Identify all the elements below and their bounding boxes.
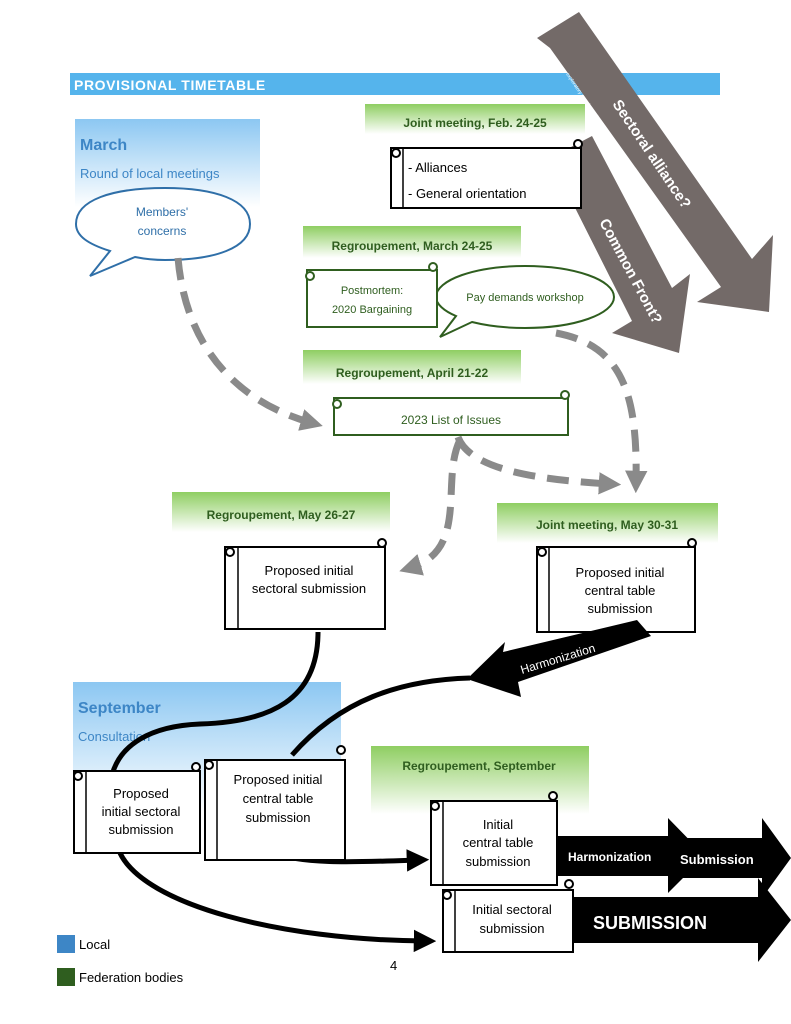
legend-label-local: Local (79, 936, 111, 952)
header-regroup-sept: Regroupement, September (402, 759, 556, 773)
header-regroup-may-bg (172, 492, 390, 532)
line-sectoral-may-to-sept (109, 631, 321, 776)
march-sub: Round of local meetings (80, 166, 220, 181)
scroll-proposed-central-sept: Proposed initial central table submissio… (204, 745, 346, 861)
header-regroup-march-bg (303, 226, 521, 258)
scroll-proposed-sectoral-sept: Proposed initial sectoral submission (73, 762, 201, 854)
scroll-postmortem: Postmortem: 2020 Bargaining (305, 262, 438, 328)
dashed-arrow-issues-to-regroup-may (399, 438, 464, 576)
submission-big-label: SUBMISSION (593, 913, 707, 933)
issues-label: 2023 List of Issues (401, 413, 501, 427)
proposed-central-may-line3: submission (587, 601, 652, 616)
members-concerns-line2: concerns (138, 224, 187, 238)
harmonization-arrow-right (555, 818, 705, 893)
scroll-alliances: - Alliances - General orientation (390, 139, 583, 209)
line-central-sept-to-harmonization (290, 675, 471, 757)
pay-demands-label: Pay demands workshop (466, 292, 583, 304)
legend-swatch-local (57, 935, 75, 953)
header-regroup-april: Regroupement, April 21-22 (336, 366, 489, 380)
scroll-initial-sectoral: Initial sectoral submission (442, 879, 574, 953)
members-concerns-line1: Members' (136, 205, 188, 219)
legend-label-federation: Federation bodies (79, 969, 184, 985)
march-heading: March (80, 137, 127, 154)
proposed-central-sept-line1: Proposed initial (234, 772, 323, 787)
proposed-central-may-line2: central table (585, 583, 656, 598)
proposed-sectoral-sept-line1: Proposed (113, 786, 169, 801)
submission-arrow-right (676, 818, 791, 898)
legend-item-federation: Federation bodies (57, 968, 183, 986)
proposed-sectoral-may-line2: sectoral submission (252, 581, 366, 596)
arrow-sectoral-sept-to-initial-sectoral (117, 851, 437, 953)
september-sub: Consultation (78, 729, 150, 744)
submission-right-label: Submission (680, 852, 754, 867)
harmonization-arrow-diag (467, 620, 651, 697)
scroll-2023-list-of-issues: 2023 List of Issues (332, 390, 570, 436)
dashed-arrow-issues-to-joint-may (454, 435, 622, 495)
dashed-arrow-concerns-to-issues (174, 257, 323, 431)
legend-item-local: Local (57, 935, 110, 953)
scroll-proposed-central-may: Proposed initial central table submissio… (536, 538, 697, 633)
proposed-sectoral-sept-line2: initial sectoral (102, 804, 181, 819)
header-joint-feb-bg (365, 104, 585, 134)
grey-dashed-arrows (174, 257, 648, 576)
page-title: PROVISIONAL TIMETABLE (74, 77, 266, 93)
header-regroup-april-bg (303, 350, 521, 384)
proposed-sectoral-may-line1: Proposed initial (265, 563, 354, 578)
dashed-arrow-paydemands-to-joint-may (555, 329, 648, 494)
legend-swatch-federation (57, 968, 75, 986)
alliances-line2: - General orientation (408, 186, 527, 201)
page-number: 4 (390, 958, 398, 973)
initial-central-line2: central table (463, 835, 534, 850)
header-joint-feb: Joint meeting, Feb. 24-25 (403, 116, 547, 130)
common-front-arrow (550, 136, 690, 353)
proposed-central-may-line1: Proposed initial (576, 565, 665, 580)
september-heading: September (78, 700, 161, 717)
header-regroup-march: Regroupement, March 24-25 (332, 239, 493, 253)
initial-sectoral-line1: Initial sectoral (472, 902, 552, 917)
proposed-sectoral-sept-line3: submission (108, 822, 173, 837)
proposed-central-sept-line2: central table (243, 791, 314, 806)
submission-big-arrow (565, 878, 791, 962)
postmortem-line1: Postmortem: (341, 285, 403, 297)
harmonization-right-label: Harmonization (568, 850, 651, 864)
pay-demands-bubble (434, 264, 616, 338)
header-joint-may-bg (497, 503, 718, 543)
header-regroup-may: Regroupement, May 26-27 (207, 508, 356, 522)
initial-central-line1: Initial (483, 817, 513, 832)
title-bar (70, 73, 720, 95)
postmortem-line2: 2020 Bargaining (332, 304, 412, 316)
scroll-initial-central: Initial central table submission (430, 791, 558, 886)
header-joint-may: Joint meeting, May 30-31 (536, 518, 678, 532)
initial-central-line3: submission (465, 854, 530, 869)
proposed-central-sept-line3: submission (245, 810, 310, 825)
members-concerns-bubble (74, 186, 252, 277)
initial-sectoral-line2: submission (479, 921, 544, 936)
sectoral-alliance-arrow (537, 12, 773, 312)
scroll-proposed-sectoral-may: Proposed initial sectoral submission (224, 538, 387, 630)
alliances-line1: - Alliances (408, 160, 468, 175)
